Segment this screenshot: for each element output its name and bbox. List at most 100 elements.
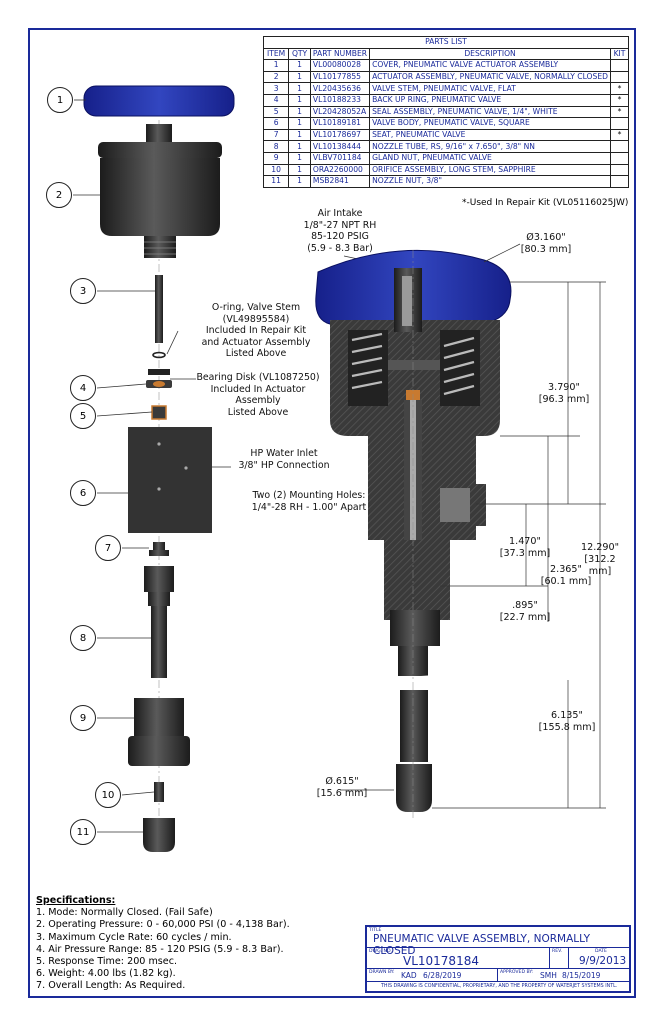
cover-part bbox=[83, 85, 235, 117]
dim-615: Ø.615"[15.6 mm] bbox=[316, 776, 368, 799]
valve-stem-part bbox=[155, 275, 163, 343]
parts-cell-kit bbox=[610, 175, 629, 188]
oring-callout: O-ring, Valve Stem(VL49895584)Included I… bbox=[201, 302, 311, 359]
mounting-callout: Two (2) Mounting Holes:1/4"-28 RH - 1.00… bbox=[251, 490, 367, 513]
valve-body-part bbox=[128, 427, 212, 533]
dim-2365: 2.365"[60.1 mm] bbox=[540, 564, 592, 587]
spec-item: 2. Operating Pressure: 0 - 60,000 PSI (0… bbox=[36, 919, 290, 931]
gland-nut-part bbox=[128, 698, 190, 766]
oring-part bbox=[152, 351, 166, 359]
parts-cell-qty: 1 bbox=[288, 151, 311, 165]
col-part-number: PART NUMBER bbox=[309, 47, 371, 61]
nozzle-tube-part bbox=[144, 566, 174, 678]
balloon-11: 11 bbox=[70, 819, 96, 845]
nozzle-nut-part bbox=[143, 818, 175, 852]
parts-cell-desc: NOZZLE TUBE, RS, 9/16" x 7.650", 3/8" NN bbox=[369, 140, 611, 153]
balloon-9: 9 bbox=[70, 705, 96, 731]
dim-1470: 1.470"[37.3 mm] bbox=[499, 536, 551, 559]
parts-cell-part: VL20435636 bbox=[309, 82, 371, 95]
title-block: TITLE PNEUMATIC VALVE ASSEMBLY, NORMALLY… bbox=[365, 925, 631, 993]
specifications: Specifications: 1. Mode: Normally Closed… bbox=[36, 895, 290, 993]
bearing-callout: Bearing Disk (VL1087250)Included In Actu… bbox=[196, 372, 320, 418]
drawing-number: VL10178184 bbox=[403, 954, 479, 968]
parts-cell-part: ORA2260000 bbox=[309, 163, 371, 177]
parts-cell-item: 8 bbox=[262, 140, 290, 153]
spec-item: 4. Air Pressure Range: 85 - 120 PSIG (5.… bbox=[36, 943, 284, 955]
parts-cell-kit bbox=[610, 117, 629, 130]
specs-heading: Specifications: bbox=[36, 895, 116, 906]
spec-item: 5. Response Time: 200 msec. bbox=[36, 956, 178, 968]
section-view bbox=[315, 249, 512, 820]
parts-cell-part: VL10178697 bbox=[309, 128, 371, 142]
actuator-part bbox=[98, 124, 222, 258]
dim-cover-diameter: Ø3.160"[80.3 mm] bbox=[520, 232, 572, 255]
approved-by-cell: APPROVED BY: SMH 8/15/2019 bbox=[497, 968, 630, 982]
drawing-title: PNEUMATIC VALVE ASSEMBLY, NORMALLY CLOSE… bbox=[373, 933, 590, 957]
balloon-3: 3 bbox=[70, 278, 96, 304]
col-description: DESCRIPTION bbox=[369, 47, 611, 61]
col-kit: KIT bbox=[610, 47, 629, 61]
drawing-date: 9/9/2013 bbox=[579, 955, 627, 967]
dim-895: .895"[22.7 mm] bbox=[499, 600, 551, 623]
parts-cell-kit bbox=[610, 151, 629, 165]
spec-item: 7. Overall Length: As Required. bbox=[36, 980, 186, 992]
kit-note: *-Used In Repair Kit (VL05116025JW) bbox=[462, 198, 629, 208]
parts-list-title: PARTS LIST bbox=[263, 36, 629, 49]
parts-cell-desc: GLAND NUT, PNEUMATIC VALVE bbox=[369, 151, 611, 165]
balloon-2: 2 bbox=[46, 182, 72, 208]
seat-part bbox=[149, 542, 169, 556]
parts-cell-item: 7 bbox=[262, 128, 290, 142]
parts-cell-desc: NOZZLE NUT, 3/8" bbox=[369, 175, 611, 188]
dwg-no-cell: DWG. NO. VL10178184 bbox=[366, 947, 550, 969]
parts-cell-desc: SEAT, PNEUMATIC VALVE bbox=[369, 128, 611, 142]
balloon-6: 6 bbox=[70, 480, 96, 506]
dimension-lines bbox=[340, 243, 606, 809]
balloon-7: 7 bbox=[95, 535, 121, 561]
parts-cell-kit bbox=[610, 163, 629, 177]
orifice-part bbox=[154, 782, 164, 802]
balloon-10: 10 bbox=[95, 782, 121, 808]
spec-item: 6. Weight: 4.00 lbs (1.82 kg). bbox=[36, 968, 176, 980]
parts-cell-desc: VALVE BODY, PNEUMATIC VALVE, SQUARE bbox=[369, 117, 611, 130]
balloon-8: 8 bbox=[70, 625, 96, 651]
parts-cell-kit bbox=[610, 140, 629, 153]
dim-6135: 6.135"[155.8 mm] bbox=[538, 710, 596, 733]
parts-cell-part: VLBV701184 bbox=[309, 151, 371, 165]
parts-cell-item: 10 bbox=[262, 163, 290, 177]
dim-3790: 3.790"[96.3 mm] bbox=[538, 382, 590, 405]
parts-list-table: PARTS LIST ITEM QTY PART NUMBER DESCRIPT… bbox=[262, 36, 629, 188]
rev-cell: REV. bbox=[549, 947, 569, 969]
spec-item: 3. Maximum Cycle Rate: 60 cycles / min. bbox=[36, 931, 232, 943]
drawing-frame bbox=[28, 28, 636, 998]
parts-cell-qty: 1 bbox=[288, 128, 311, 142]
spec-item: 1. Mode: Normally Closed. (Fail Safe) bbox=[36, 907, 213, 919]
parts-cell-qty: 1 bbox=[288, 163, 311, 177]
balloon-4: 4 bbox=[70, 375, 96, 401]
parts-cell-item: 11 bbox=[262, 175, 290, 188]
parts-cell-item: 9 bbox=[262, 151, 290, 165]
parts-cell-part: VL10189181 bbox=[309, 117, 371, 130]
dim-12290: 12.290"[312.2 mm] bbox=[581, 542, 619, 577]
date-cell: DATE 9/9/2013 bbox=[568, 947, 630, 969]
parts-cell-part: MSB2841 bbox=[309, 175, 371, 188]
backup-ring-part bbox=[146, 369, 172, 388]
confidential-cell: THIS DRAWING IS CONFIDENTIAL, PROPRIETAR… bbox=[366, 981, 630, 992]
balloon-1: 1 bbox=[47, 87, 73, 113]
parts-cell-part: VL10138444 bbox=[309, 140, 371, 153]
title-cell: TITLE PNEUMATIC VALVE ASSEMBLY, NORMALLY… bbox=[366, 926, 630, 957]
seal-part bbox=[151, 405, 167, 420]
balloon-5: 5 bbox=[70, 403, 96, 429]
col-item: ITEM bbox=[262, 47, 290, 61]
parts-cell-item: 6 bbox=[262, 117, 290, 130]
